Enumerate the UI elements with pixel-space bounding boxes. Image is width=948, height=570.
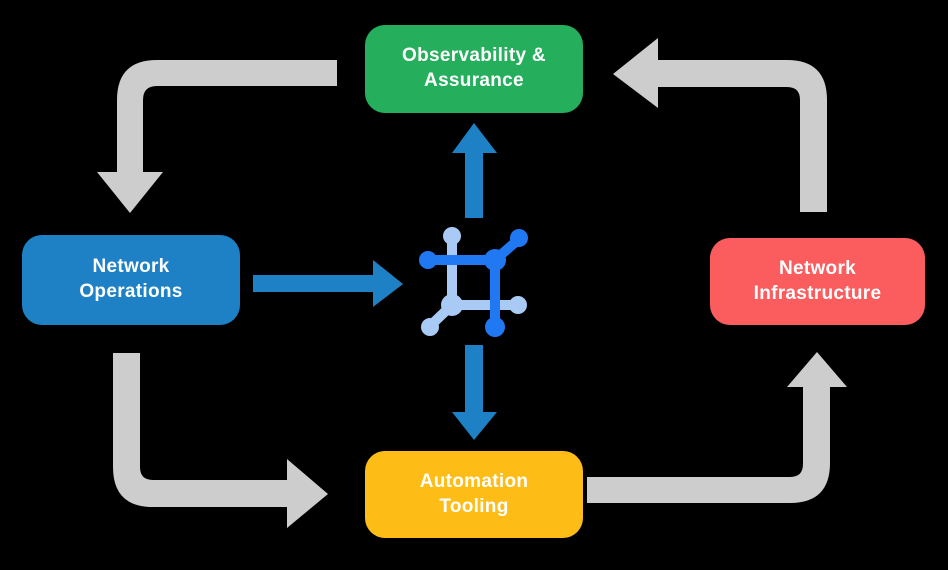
icon-bottom-left-node (441, 294, 463, 316)
node-observability-assurance: Observability & Assurance (365, 25, 583, 113)
arrow-center-to-observability (452, 123, 497, 218)
arrow-center-to-automation (452, 345, 497, 440)
arrow-operations-to-center (253, 260, 403, 307)
network-grid-icon (419, 227, 528, 337)
node-automation-tooling-label: Automation Tooling (419, 470, 529, 517)
node-network-operations-label: Network Operations (79, 256, 183, 302)
arrow-operations-to-automation (113, 353, 328, 528)
node-automation-tooling: Automation Tooling (365, 451, 583, 538)
icon-upper-right-dark-dot (510, 229, 528, 247)
node-network-infrastructure-label: Network Infrastructure (753, 257, 882, 304)
icon-lower-left-light-dot (421, 318, 439, 336)
icon-left-dark-dot (419, 251, 437, 269)
node-observability-assurance-label: Observability & Assurance (402, 45, 546, 91)
icon-bottom-dark-dot (485, 317, 505, 337)
icon-right-light-dot (509, 296, 527, 314)
node-network-infrastructure: Network Infrastructure (710, 238, 925, 325)
icon-top-right-node (484, 249, 506, 271)
arrow-observability-to-operations (97, 60, 337, 213)
arrow-automation-to-infrastructure (587, 352, 847, 503)
node-network-operations: Network Operations (22, 235, 240, 325)
icon-top-light-dot (443, 227, 461, 245)
arrow-infrastructure-to-observability (613, 38, 827, 212)
